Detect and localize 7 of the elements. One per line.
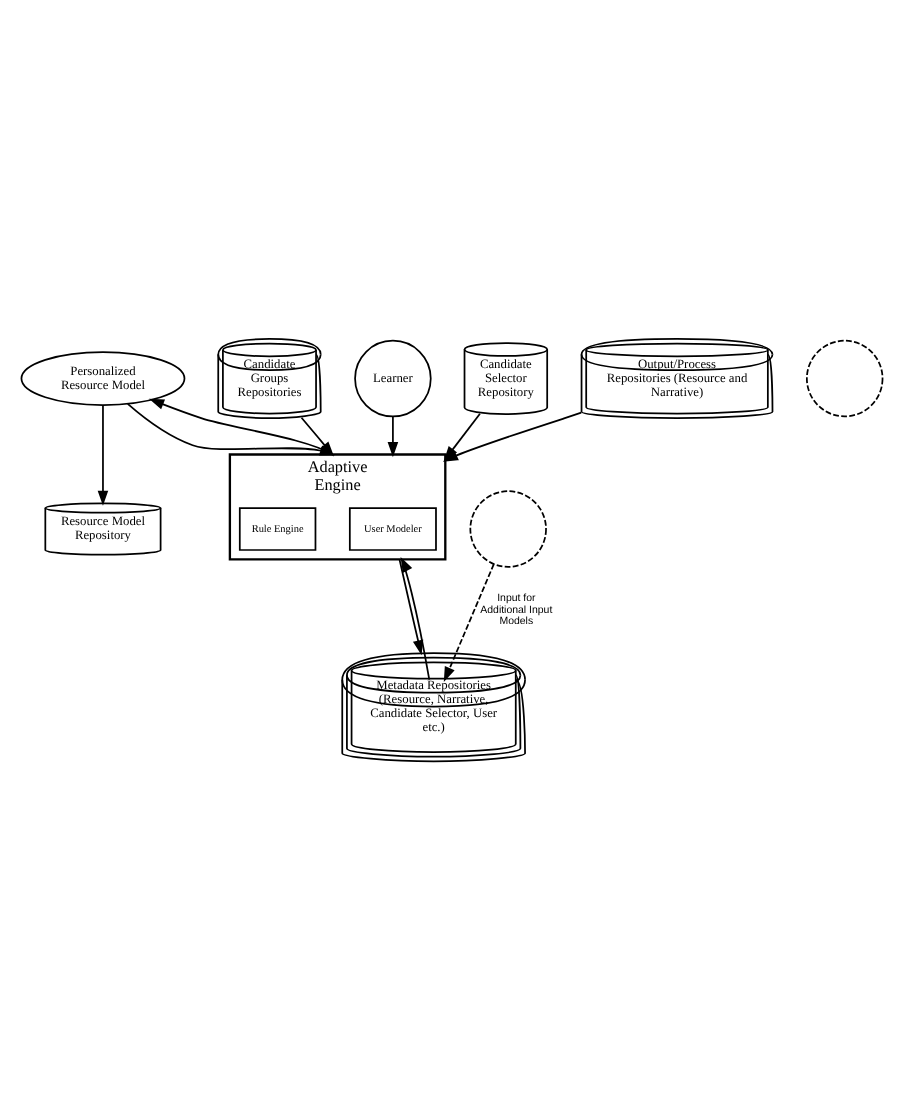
- arrow: [387, 415, 399, 458]
- arrow: [443, 563, 495, 683]
- node-circle: [806, 339, 884, 418]
- arrow: [400, 556, 431, 681]
- arrow: [398, 558, 424, 656]
- arrow: [97, 404, 109, 506]
- node-circle: [469, 490, 547, 568]
